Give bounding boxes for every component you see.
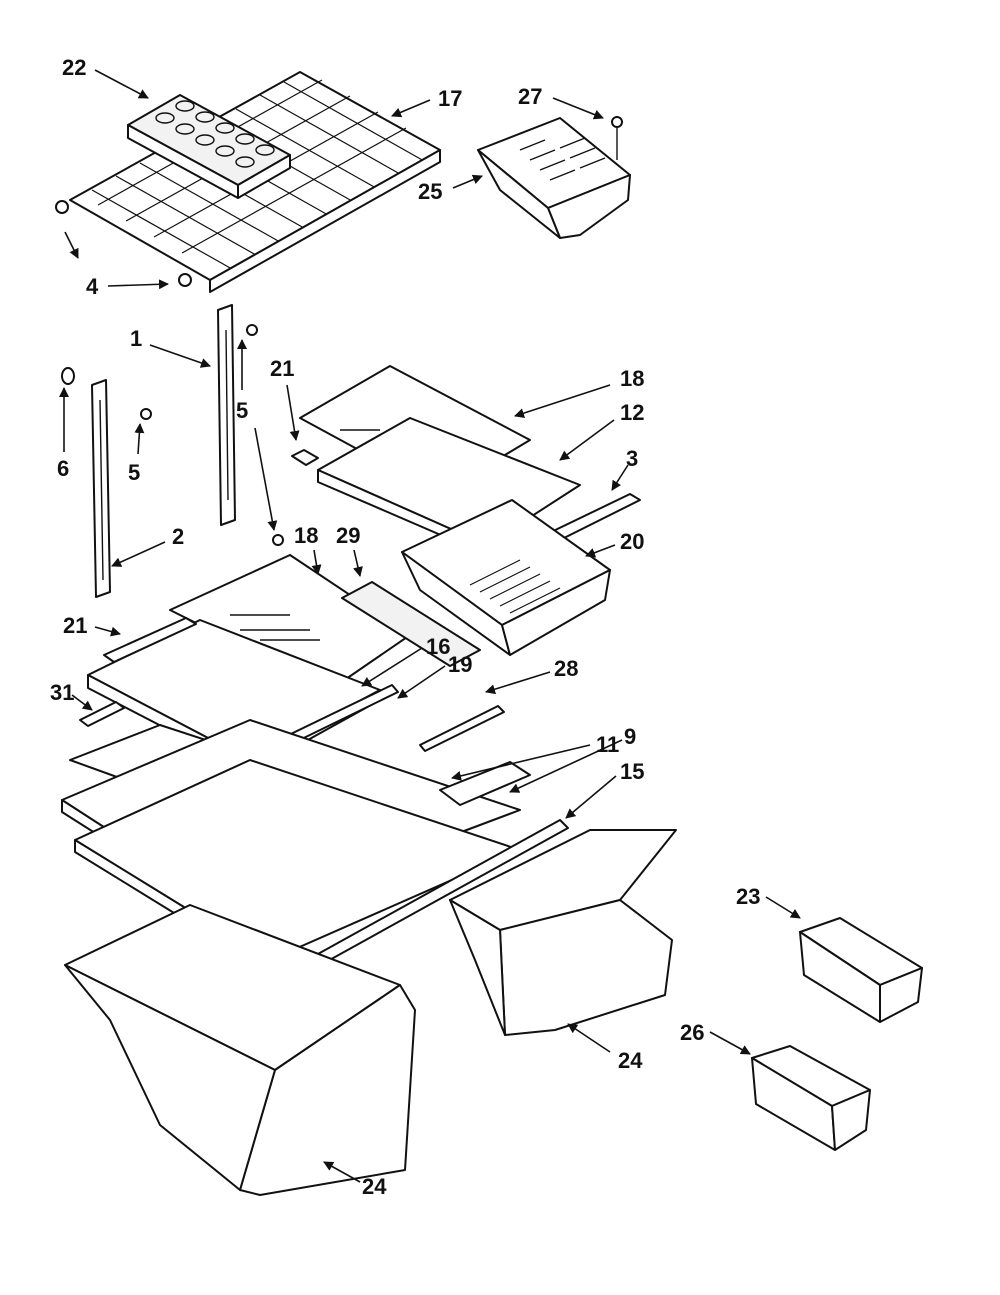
callout-19: 19 (448, 652, 472, 677)
callout-17: 17 (438, 86, 462, 111)
callout-21-upper: 21 (270, 356, 294, 381)
callout-26: 26 (680, 1020, 704, 1045)
drawer-cover (477, 116, 631, 239)
callout-18-upper: 18 (620, 366, 644, 391)
callout-29: 29 (336, 523, 360, 548)
middle-glass-shelf (169, 554, 481, 691)
callout-4: 4 (86, 274, 99, 299)
egg-tray (127, 94, 291, 199)
screw-icon (611, 116, 623, 128)
callout-5-right: 5 (236, 398, 248, 423)
callout-11: 11 (596, 732, 619, 757)
door-bin-large (751, 1045, 871, 1151)
crisper-drawer-right (279, 819, 677, 1036)
leader-lines (59, 69, 801, 1183)
callout-27: 27 (518, 84, 542, 109)
callout-16: 16 (426, 634, 450, 659)
callout-21-lower: 21 (63, 613, 87, 638)
callout-22: 22 (62, 55, 86, 80)
callout-31: 31 (50, 680, 74, 705)
callout-5-left: 5 (128, 460, 140, 485)
callout-6: 6 (57, 456, 69, 481)
callout-15: 15 (620, 759, 644, 784)
shelf-rail-right (217, 304, 284, 546)
callout-18-middle: 18 (294, 523, 318, 548)
callout-12: 12 (620, 400, 644, 425)
callout-23: 23 (736, 884, 760, 909)
crisper-drawer-left (64, 904, 416, 1196)
lower-shelf-frame (61, 719, 531, 973)
callout-3: 3 (626, 446, 638, 471)
shelf-pin-left-icon (55, 200, 69, 214)
callout-24-left: 24 (362, 1174, 387, 1199)
callout-2: 2 (172, 524, 184, 549)
callout-20: 20 (620, 529, 644, 554)
shelf-pin-right-icon (178, 273, 192, 287)
shelf-rail-left (61, 367, 152, 598)
shelf-trims (79, 684, 505, 753)
callout-9: 9 (624, 724, 636, 749)
door-bin-small (799, 917, 923, 1023)
callout-1: 1 (130, 326, 142, 351)
callout-25: 25 (418, 179, 442, 204)
callout-labels: 22 17 27 25 4 1 21 18 5 12 3 6 5 2 18 29… (50, 55, 760, 1199)
meat-drawer (401, 499, 611, 656)
callout-24-right: 24 (618, 1048, 643, 1073)
callout-28: 28 (554, 656, 578, 681)
